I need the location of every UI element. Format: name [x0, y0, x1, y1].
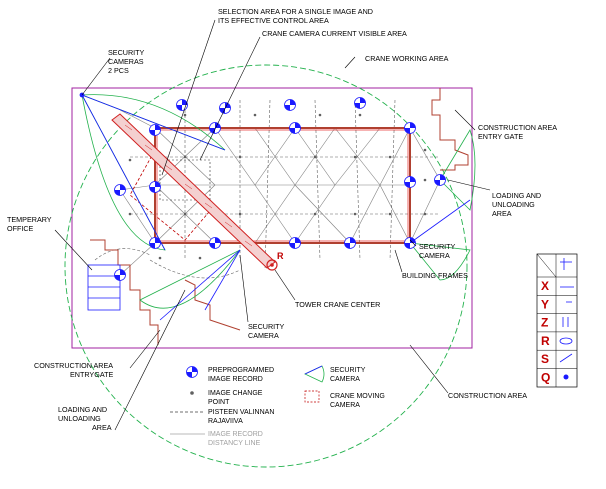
preprogrammed-image-record-marker: [344, 237, 356, 249]
entry-gate-left-outline-2: [184, 279, 241, 331]
preprogrammed-image-record-marker: [284, 99, 296, 111]
legend-crane-moving-1: CRANE MOVING: [330, 393, 385, 400]
label-loading-right-1: LOADING AND: [492, 191, 541, 200]
preprogrammed-image-record-marker: [209, 122, 221, 134]
legend-image-change-1: IMAGE CHANGE: [208, 390, 263, 397]
selection-area-box: [159, 159, 211, 201]
label-loading-left-2: UNLOADING: [58, 414, 101, 423]
label-construction-area: CONSTRUCTION AREA: [448, 391, 527, 400]
crane-marker-label: R: [277, 251, 284, 261]
legend-security-camera-1: SECURITY: [330, 367, 366, 374]
label-selection-area-2: ITS EFFECTIVE CONTROL AREA: [218, 16, 329, 25]
label-security-cameras-2: CAMERAS: [108, 57, 144, 66]
label-loading-left-3: AREA: [92, 423, 112, 432]
preprogrammed-image-record-marker: [219, 102, 231, 114]
legend-security-camera-icon: [304, 365, 325, 383]
label-entry-gate-right-2: ENTRY GATE: [478, 132, 523, 141]
legend-distancy-1: IMAGE RECORD: [208, 431, 263, 438]
label-temporary-office-1: TEMPERARY: [7, 215, 52, 224]
tower-crane-center-marker: [266, 259, 278, 271]
tower-crane-center-dot: [270, 263, 274, 267]
preprogrammed-image-record-marker: [434, 174, 446, 186]
axis-label-r: R: [541, 334, 550, 348]
preprogrammed-image-record-marker: [114, 269, 126, 281]
preprogrammed-image-record-marker: [289, 122, 301, 134]
axis-label-q: Q: [541, 371, 550, 385]
label-security-cameras-3: 2 PCS: [108, 66, 129, 75]
label-loading-right-2: UNLOADING: [492, 200, 535, 209]
crane-camera-visible-area: [129, 149, 216, 241]
legend: PREPROGRAMMED IMAGE RECORD IMAGE CHANGE …: [170, 365, 385, 447]
crane-working-area-circle: [64, 64, 468, 468]
label-security-camera-center-1: SECURITY: [248, 322, 285, 331]
temporary-office: [87, 264, 121, 311]
preprogrammed-image-record-marker: [289, 237, 301, 249]
legend-image-change-2: POINT: [208, 399, 230, 406]
axis-label-s: S: [541, 352, 549, 366]
preprogrammed-image-record-marker: [149, 237, 161, 249]
preprogrammed-image-record-marker: [404, 122, 416, 134]
callout-leaders: [54, 19, 491, 431]
preprogrammed-image-record-marker: [114, 184, 126, 196]
tower-crane-boom: [111, 113, 276, 269]
preprogrammed-image-record-marker: [354, 97, 366, 109]
label-security-camera-right-1: SECURITY: [419, 242, 456, 251]
label-tower-crane-center: TOWER CRANE CENTER: [295, 300, 380, 309]
pisteen-valinnan-rajaviiva-lines: [94, 99, 440, 279]
legend-preprogrammed-icon: [186, 366, 198, 378]
entry-gate-left-outline: [90, 239, 159, 345]
image-change-points: [128, 113, 427, 260]
legend-crane-moving-2: CAMERA: [330, 402, 360, 409]
label-crane-camera-visible: CRANE CAMERA CURRENT VISIBLE AREA: [262, 29, 407, 38]
preprogrammed-image-record-marker: [209, 237, 221, 249]
construction-area-boundary: [71, 87, 473, 349]
entry-gate-right-outline: [431, 88, 469, 171]
preprogrammed-image-record-marker: [404, 237, 416, 249]
label-security-cameras-1: SECURITY: [108, 48, 145, 57]
preprogrammed-image-record-marker: [404, 176, 416, 188]
axis-label-z: Z: [541, 316, 548, 330]
label-temporary-office-2: OFFICE: [7, 224, 34, 233]
label-security-camera-right-2: CAMERA: [419, 251, 450, 260]
label-entry-gate-left-1: CONSTRUCTION AREA: [34, 361, 113, 370]
legend-image-change-icon: [190, 391, 194, 395]
legend-pisteen-2: RAJAVIIVA: [208, 418, 243, 425]
label-loading-left-1: LOADING AND: [58, 405, 107, 414]
label-entry-gate-left-2: ENTRYGATE: [70, 370, 113, 379]
label-building-frames: BUILDING FRAMES: [402, 271, 468, 280]
label-crane-working-area: CRANE WORKING AREA: [365, 54, 449, 63]
preprogrammed-image-records: [79, 92, 446, 281]
preprogrammed-image-record-marker: [149, 124, 161, 136]
axis-label-y: Y: [541, 297, 549, 311]
security-camera-sight-lines: [81, 94, 471, 321]
legend-preprogrammed-1: PREPROGRAMMED: [208, 367, 274, 374]
legend-preprogrammed-2: IMAGE RECORD: [208, 376, 263, 383]
legend-pisteen-1: PISTEEN VALINNAN: [208, 409, 274, 416]
label-loading-right-3: AREA: [492, 209, 512, 218]
label-security-camera-center-2: CAMERA: [248, 331, 279, 340]
security-camera-view-cones: [81, 94, 476, 309]
label-selection-area-1: SELECTION AREA FOR A SINGLE IMAGE AND: [218, 7, 373, 16]
label-entry-gate-right-1: CONSTRUCTION AREA: [478, 123, 557, 132]
preprogrammed-image-record-marker: [149, 181, 161, 193]
legend-security-camera-2: CAMERA: [330, 376, 360, 383]
legend-distancy-2: DISTANCY LINE: [208, 440, 261, 447]
legend-crane-moving-icon: [304, 390, 320, 403]
axis-label-x: X: [541, 279, 549, 293]
